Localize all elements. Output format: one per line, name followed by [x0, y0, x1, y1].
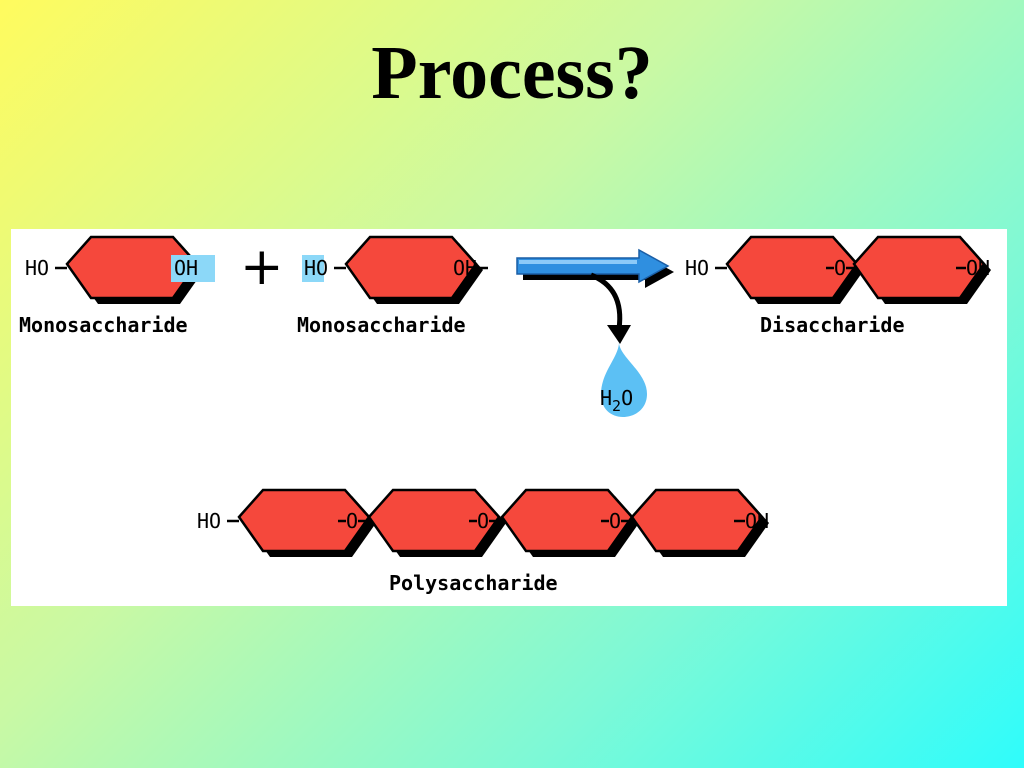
r1-oh-highlight [171, 255, 215, 282]
plus-sign: + [240, 237, 284, 297]
r1-label: Monosaccharide [19, 313, 188, 337]
water-droplet-icon: H2O [600, 342, 647, 417]
product-linker: O [834, 256, 846, 280]
r2-left-group: HO [304, 256, 328, 280]
r2-h-highlight [302, 255, 324, 282]
poly-left-group: HO [197, 509, 221, 533]
poly-linker-3: O [609, 509, 621, 533]
product-right-group: OH [966, 256, 990, 280]
product-left-group: HO [685, 256, 709, 280]
poly-linker-1: O [346, 509, 358, 533]
water-formula: H2O [600, 386, 633, 415]
saccharide-diagram: HO OH Monosaccharide + HO OH Monosacchar… [19, 235, 993, 595]
r2-label: Monosaccharide [297, 313, 466, 337]
diagram-panel: HO OH Monosaccharide + HO OH Monosacchar… [11, 229, 1007, 606]
product-label: Disaccharide [760, 313, 905, 337]
reaction-arrow-icon [516, 248, 674, 288]
poly-label: Polysaccharide [389, 571, 558, 595]
water-release-arrow-icon [590, 272, 631, 344]
poly-linker-2: O [477, 509, 489, 533]
r1-right-group: OH [174, 256, 198, 280]
r1-left-group: HO [25, 256, 49, 280]
slide-title: Process? [371, 31, 653, 115]
poly-right-group: OH [745, 509, 769, 533]
r2-right-group: OH [453, 256, 477, 280]
